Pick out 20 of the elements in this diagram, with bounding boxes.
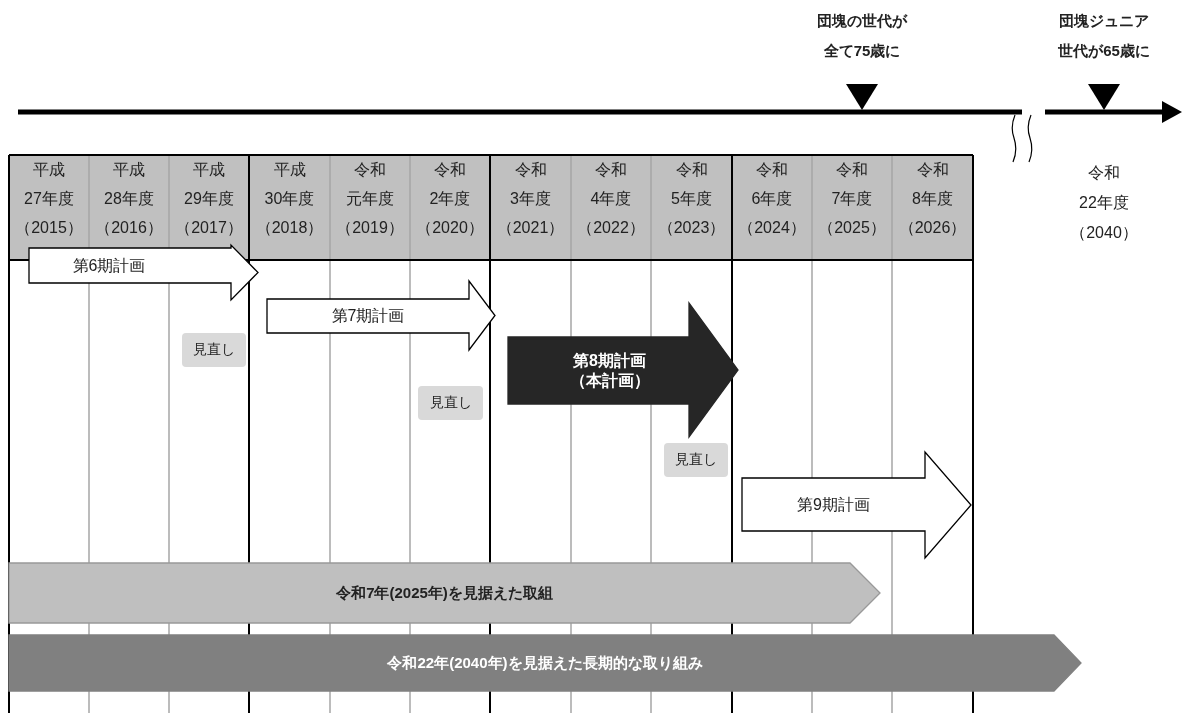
plan-period-banner: 第8期計画（本計画） [508,303,738,437]
year-cell: 令和6年度（2024） [732,155,812,260]
milestone-label: 団塊ジュニア世代が65歳に [1057,11,1151,61]
review-tag: 見直し [182,333,246,367]
year-label: 令和22年度（2040） [1069,163,1139,243]
review-tag: 見直し [418,386,483,420]
plan-period-banner: 第6期計画 [29,245,258,300]
year-cell: 令和元年度（2019） [330,155,410,260]
plan-period-banner: 第9期計画 [742,452,971,558]
initiative-band: 令和22年(2040年)を見据えた長期的な取り組み [9,635,1081,691]
year-cell: 令和5年度（2023） [651,155,732,260]
year-cell: 令和4年度（2022） [571,155,651,260]
year-cell: 令和3年度（2021） [490,155,571,260]
review-tag: 見直し [664,443,728,477]
year-cell: 令和2年度（2020） [410,155,490,260]
year-cell: 令和8年度（2026） [892,155,973,260]
year-cell: 令和7年度（2025） [812,155,892,260]
initiative-band: 令和7年(2025年)を見据えた取組 [9,563,880,623]
plan-period-banner: 第7期計画 [267,281,495,350]
milestone-label: 団塊の世代が全て75歳に [816,11,909,61]
